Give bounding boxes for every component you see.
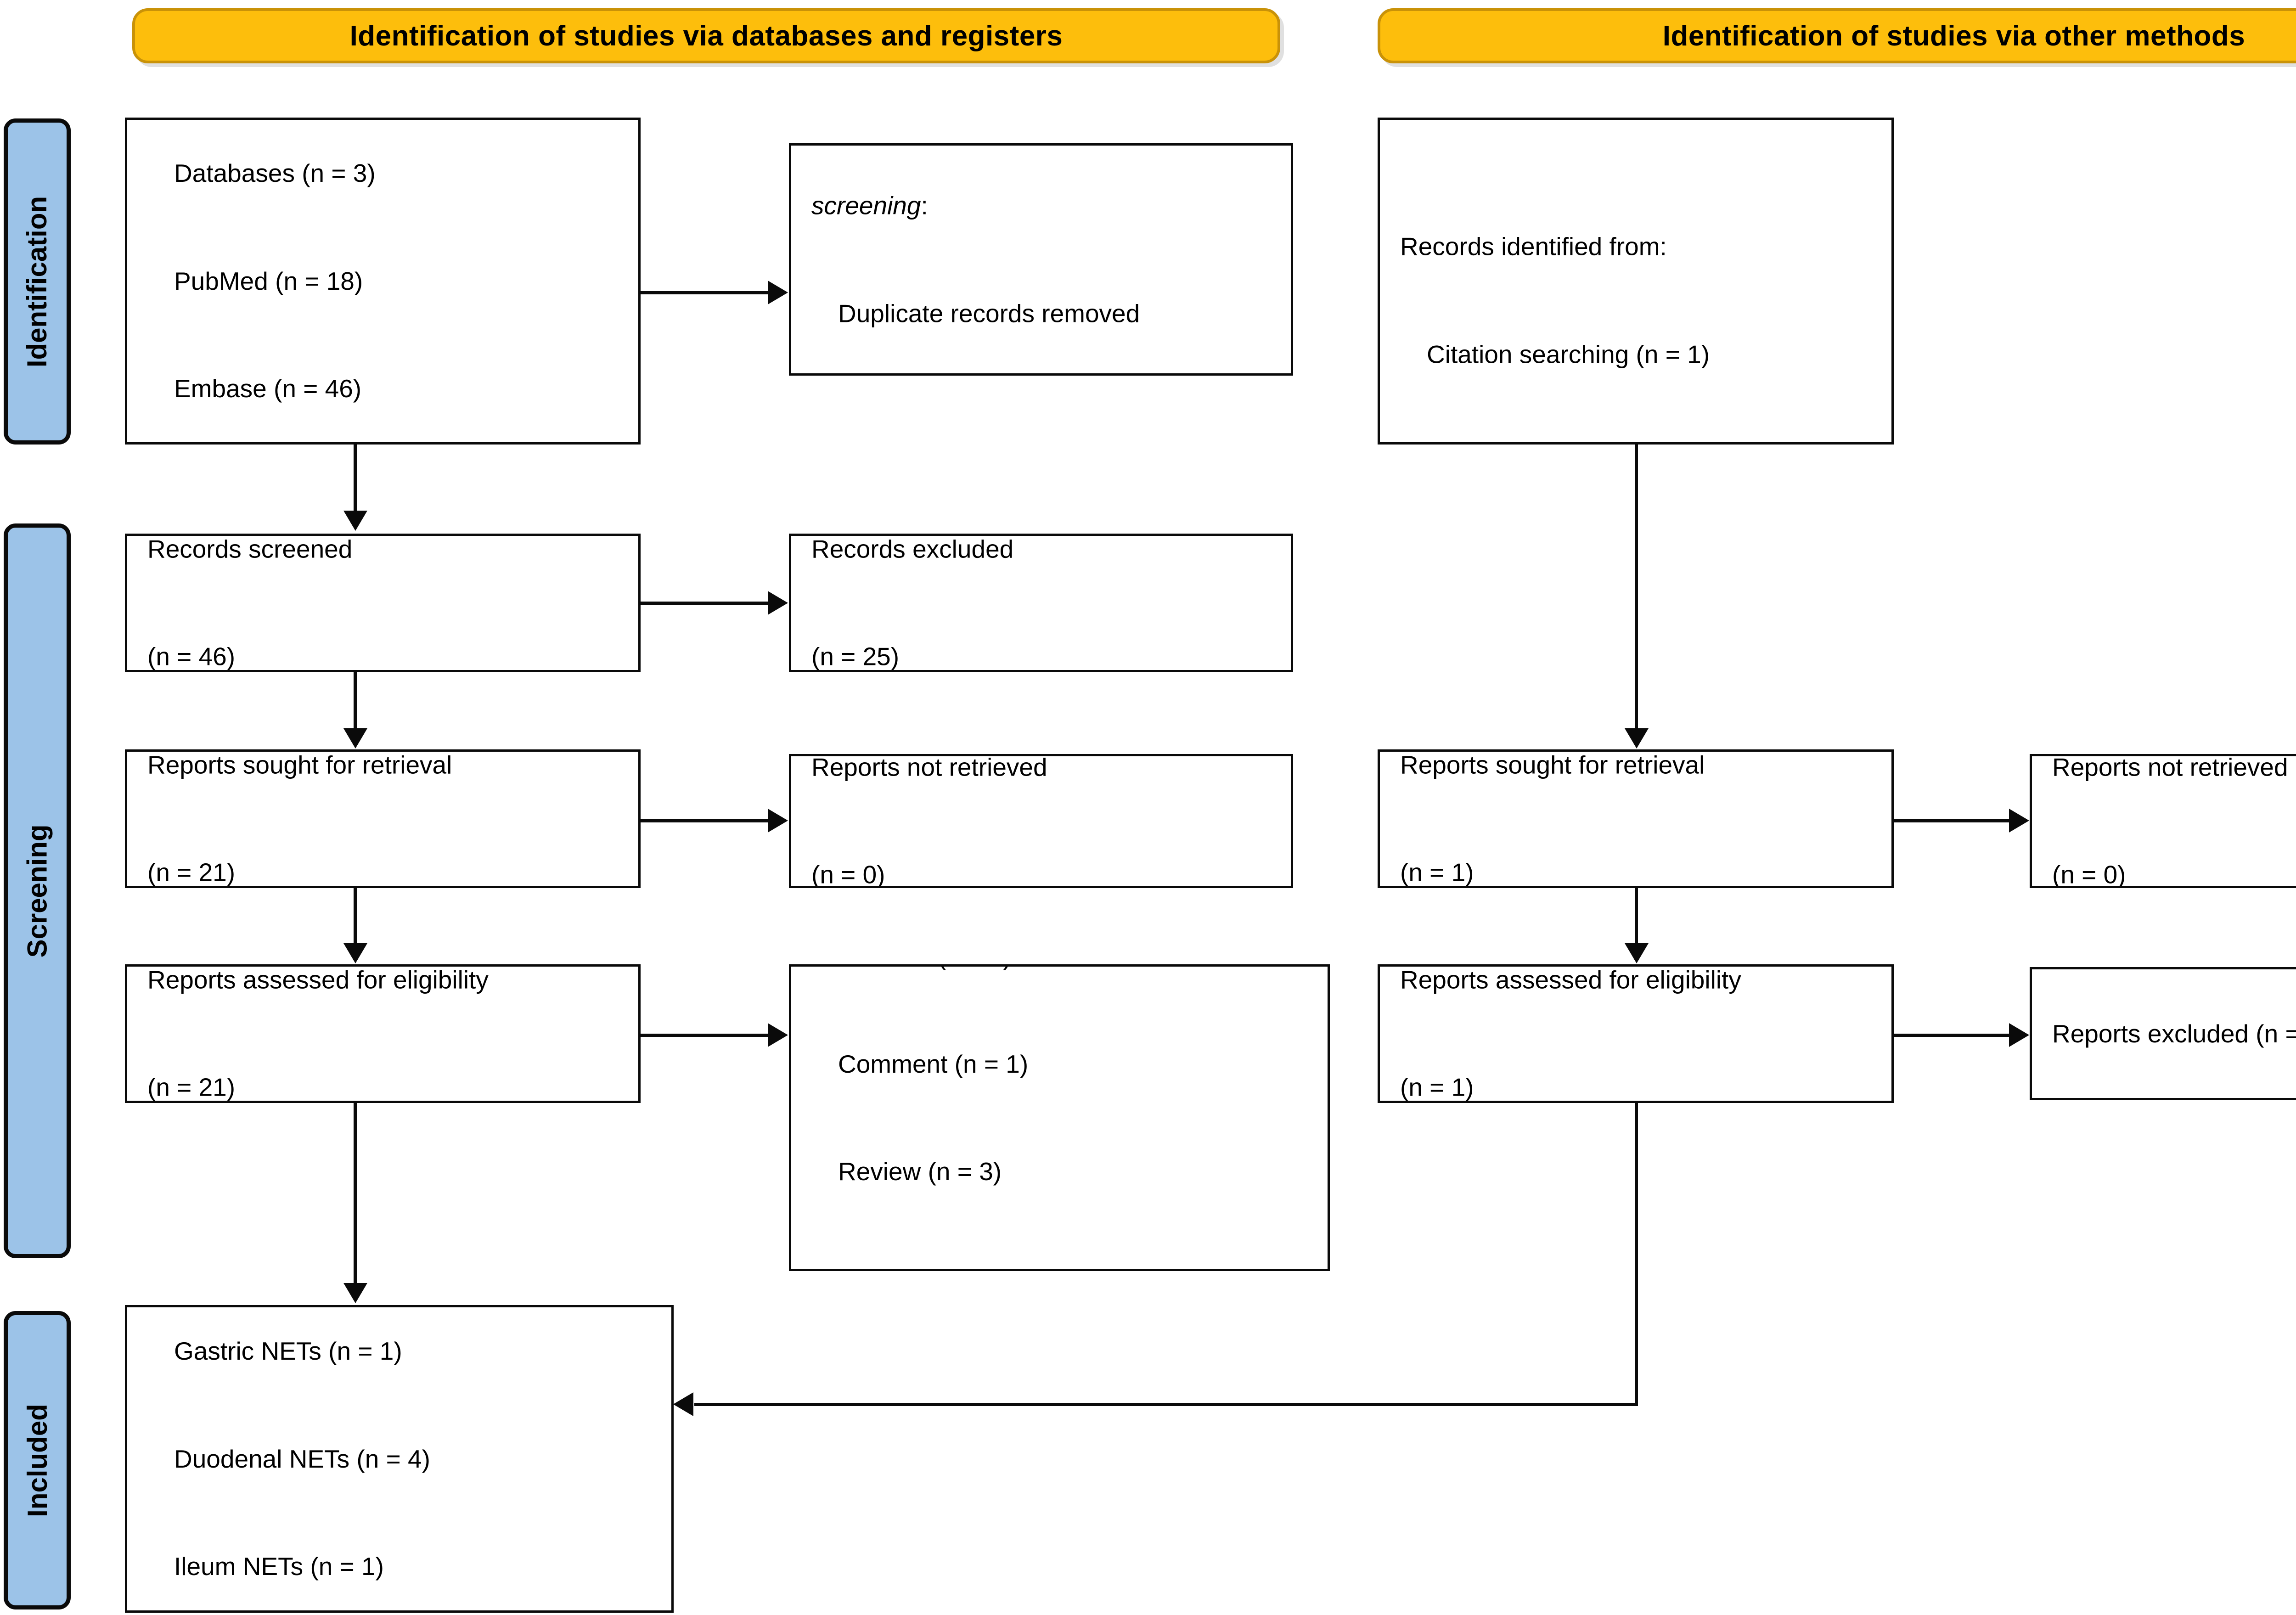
reports-not-retrieved-left-line-1: Reports not retrieved <box>811 754 1047 782</box>
box-reports-assessed-left: Reports assessed for eligibility (n = 21… <box>125 964 641 1103</box>
records-removed-heading-2: screening: <box>811 188 1283 224</box>
reports-excluded-item-2: Review (n = 3) <box>838 1157 1002 1186</box>
box-records-identified: Records identified from: Databases (n = … <box>125 118 641 445</box>
box-records-screened-text: Records screened (n = 46) <box>147 535 630 671</box>
box-reports-not-retrieved-left-text: Reports not retrieved (n = 0) <box>811 754 1283 888</box>
arrow-assessed-to-excluded-right <box>2009 1023 2029 1047</box>
connector-assessed-to-excluded-left <box>641 1034 769 1037</box>
box-reports-excluded-list-text: Reports excluded: Abstract (n = 1) Comme… <box>811 967 1319 1269</box>
records-identified-other-item-0: Citation searching (n = 1) <box>1427 340 1710 369</box>
reports-assessed-left-line-2: (n = 21) <box>147 1073 236 1102</box>
connector-sought-to-assessed-right <box>1635 888 1638 944</box>
connector-identified-to-removed <box>641 291 769 294</box>
arrow-identified-to-screened <box>343 511 367 531</box>
arrow-assessed-to-included <box>343 1283 367 1303</box>
connector-sought-to-notretrieved-right <box>1894 819 2010 822</box>
reports-excluded-item-0: Abstract (n = 1) <box>811 967 1319 974</box>
box-records-removed: Records removed before screening: Duplic… <box>789 143 1293 376</box>
connector-other-identified-to-sought-right <box>1635 445 1638 729</box>
records-identified-item-0: Databases (n = 3) <box>174 159 376 188</box>
arrow-screened-to-excluded <box>768 591 788 615</box>
box-records-removed-text: Records removed before screening: Duplic… <box>811 146 1283 373</box>
arrow-identified-to-removed <box>768 281 788 304</box>
records-screened-line-1: Records screened <box>147 535 353 563</box>
reports-assessed-right-line-2: (n = 1) <box>1400 1073 1474 1102</box>
records-excluded-line-1: Records excluded <box>811 535 1014 563</box>
records-identified-other-heading: Records identified from: <box>1400 232 1667 261</box>
arrow-sought-to-assessed-left <box>343 943 367 963</box>
connector-assessed-right-elbow-horizontal <box>694 1403 1638 1406</box>
records-identified-item-2: Embase (n = 46) <box>174 374 362 403</box>
reports-assessed-left-line-1: Reports assessed for eligibility <box>147 965 489 994</box>
rail-identification: Identification <box>4 118 71 445</box>
studies-included-item-1: Duodenal NETs (n = 4) <box>174 1444 430 1473</box>
reports-sought-right-line-2: (n = 1) <box>1400 858 1474 887</box>
rail-included-label: Included <box>22 1403 53 1517</box>
reports-sought-left-line-2: (n = 21) <box>147 858 236 887</box>
records-identified-item-1: PubMed (n = 18) <box>174 266 363 295</box>
connector-screened-to-excluded <box>641 602 769 605</box>
connector-screened-to-sought <box>354 672 357 729</box>
reports-sought-right-line-1: Reports sought for retrieval <box>1400 750 1705 779</box>
connector-assessed-right-elbow-vertical <box>1635 1103 1638 1406</box>
connector-assessed-to-included <box>354 1103 357 1284</box>
studies-included-item-2: Ileum NETs (n = 1) <box>174 1552 384 1581</box>
arrow-screened-to-sought <box>343 728 367 748</box>
arrow-sought-to-assessed-right <box>1625 943 1649 963</box>
rail-identification-label: Identification <box>22 196 53 367</box>
arrow-other-identified-to-sought-right <box>1625 728 1649 748</box>
arrow-into-studies-included <box>673 1392 693 1416</box>
reports-not-retrieved-right-line-1: Reports not retrieved <box>2052 754 2288 782</box>
box-reports-sought-left-text: Reports sought for retrieval (n = 21) <box>147 750 630 887</box>
box-records-excluded-text: Records excluded (n = 25) <box>811 535 1283 671</box>
box-reports-excluded-list: Reports excluded: Abstract (n = 1) Comme… <box>789 964 1330 1271</box>
records-removed-heading-italic2: screening <box>811 191 921 220</box>
box-reports-sought-right-text: Reports sought for retrieval (n = 1) <box>1400 750 1883 887</box>
records-excluded-line-2: (n = 25) <box>811 642 900 671</box>
connector-sought-to-assessed-left <box>354 888 357 944</box>
connector-identified-to-screened <box>354 445 357 512</box>
records-removed-item-0: Duplicate records removed <box>838 299 1140 328</box>
box-reports-assessed-right: Reports assessed for eligibility (n = 1) <box>1378 964 1894 1103</box>
records-screened-line-2: (n = 46) <box>147 642 236 671</box>
box-reports-sought-left: Reports sought for retrieval (n = 21) <box>125 749 641 888</box>
reports-sought-left-line-1: Reports sought for retrieval <box>147 750 452 779</box>
box-reports-assessed-right-text: Reports assessed for eligibility (n = 1) <box>1400 965 1883 1102</box>
arrow-sought-to-notretrieved-right <box>2009 809 2029 833</box>
box-studies-included-text: Studies included in review (n = 12): Gas… <box>147 1307 663 1610</box>
banner-other-methods: Identification of studies via other meth… <box>1378 8 2296 63</box>
reports-excluded-item-1: Comment (n = 1) <box>838 1049 1029 1078</box>
banner-databases-registers: Identification of studies via databases … <box>132 8 1280 63</box>
connector-sought-to-notretrieved-left <box>641 819 769 822</box>
box-records-identified-text: Records identified from: Databases (n = … <box>147 120 630 442</box>
box-records-identified-other: Records identified from: Citation search… <box>1378 118 1894 445</box>
rail-included: Included <box>4 1311 71 1609</box>
reports-not-retrieved-left-line-2: (n = 0) <box>811 861 885 888</box>
box-reports-not-retrieved-left: Reports not retrieved (n = 0) <box>789 754 1293 888</box>
connector-assessed-to-excluded-right <box>1894 1034 2010 1037</box>
banner-left-label: Identification of studies via databases … <box>349 20 1063 52</box>
studies-included-item-0: Gastric NETs (n = 1) <box>174 1337 402 1366</box>
box-reports-not-retrieved-right-text: Reports not retrieved (n = 0) <box>2052 754 2296 888</box>
box-reports-not-retrieved-right: Reports not retrieved (n = 0) <box>2030 754 2296 888</box>
reports-excluded-item-3: No population of interest (n = 4) <box>811 1261 1319 1269</box>
box-records-screened: Records screened (n = 46) <box>125 534 641 672</box>
box-records-excluded: Records excluded (n = 25) <box>789 534 1293 672</box>
box-studies-included: Studies included in review (n = 12): Gas… <box>125 1305 674 1613</box>
rail-screening-label: Screening <box>22 824 53 958</box>
box-reports-assessed-left-text: Reports assessed for eligibility (n = 21… <box>147 965 630 1102</box>
reports-excluded-right-line-1: Reports excluded (n = 0) <box>2052 1019 2296 1048</box>
reports-not-retrieved-right-line-2: (n = 0) <box>2052 861 2126 888</box>
rail-screening: Screening <box>4 523 71 1258</box>
box-reports-sought-right: Reports sought for retrieval (n = 1) <box>1378 749 1894 888</box>
box-reports-excluded-right-text: Reports excluded (n = 0) <box>2052 969 2296 1098</box>
box-records-identified-other-text: Records identified from: Citation search… <box>1400 157 1883 442</box>
arrow-assessed-to-excluded-left <box>768 1023 788 1047</box>
arrow-sought-to-notretrieved-left <box>768 809 788 833</box>
records-removed-heading-post: : <box>921 191 928 220</box>
banner-right-label: Identification of studies via other meth… <box>1662 20 2245 52</box>
reports-assessed-right-line-1: Reports assessed for eligibility <box>1400 965 1741 994</box>
box-reports-excluded-right: Reports excluded (n = 0) <box>2030 967 2296 1100</box>
